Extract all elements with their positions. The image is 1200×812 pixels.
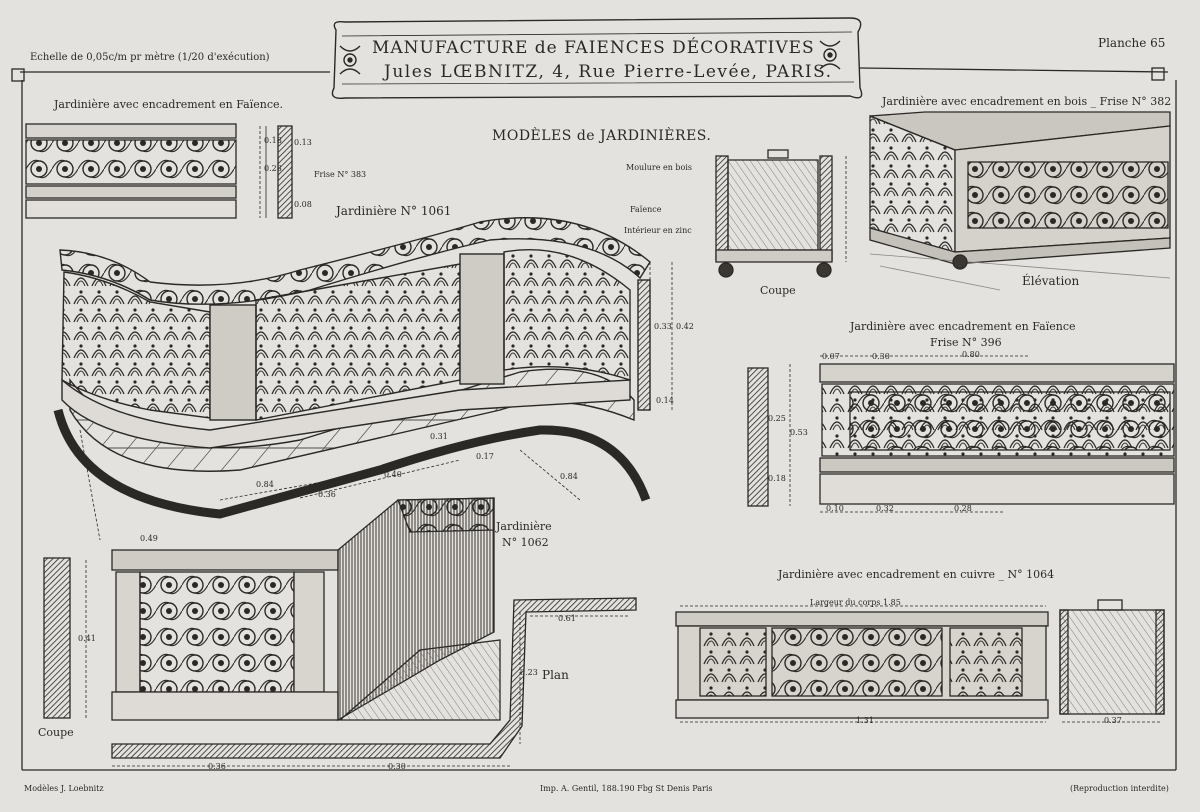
page-subtitle-address: Jules LŒBNITZ, 4, Rue Pierre-Levée, PARI…: [384, 62, 833, 82]
caption-frise-383: Frise N° 383: [314, 170, 367, 179]
dim-label: 0.25: [768, 414, 786, 423]
dim-label: 0.37: [1104, 716, 1122, 725]
caption-interieur: Intérieur en zinc: [624, 226, 692, 235]
dim-label: 0.33: [654, 322, 672, 331]
caption-jardiniere-1062-b: N° 1062: [502, 536, 549, 549]
section-title: MODÈLES de JARDINIÈRES.: [492, 128, 712, 144]
footer-left: Modèles J. Loebnitz: [24, 784, 104, 793]
plate-number: Planche 65: [1098, 36, 1166, 50]
caption-jardiniere-1061: Jardinière N° 1061: [336, 204, 452, 218]
dim-label: 0.84: [560, 472, 578, 481]
caption-cuivre-1064: Jardinière avec encadrement en cuivre _ …: [778, 568, 1055, 581]
dim-label: 0.53: [790, 428, 808, 437]
dim-label: 0.31: [430, 432, 448, 441]
dim-label: 0.17: [476, 452, 494, 461]
dim-label: 0.84: [256, 480, 274, 489]
caption-moulure: Moulure en bois: [626, 163, 693, 172]
dim-label: 0.28: [954, 504, 972, 513]
scale-note: Echelle de 0,05c/m pr mètre (1/20 d'exéc…: [30, 52, 270, 63]
caption-top-right: Jardinière avec encadrement en bois _ Fr…: [882, 95, 1172, 108]
dim-label: 0.18: [264, 136, 282, 145]
dim-label: 0.41: [78, 634, 96, 643]
caption-jardiniere-1062-a: Jardinière: [496, 520, 552, 533]
dim-label: 0.08: [294, 200, 312, 209]
caption-largeur: Largeur du corps 1.85: [810, 598, 901, 607]
dim-label: 0.80: [962, 350, 980, 359]
caption-top-left: Jardinière avec encadrement en Faïence.: [54, 98, 283, 111]
caption-mid-right: Jardinière avec encadrement en Faïence: [850, 320, 1076, 333]
caption-coupe-top: Coupe: [760, 284, 796, 297]
dim-label: 0.49: [140, 534, 158, 543]
dim-label: 0.40: [384, 470, 402, 479]
dim-label: 0.30: [388, 762, 406, 771]
dim-label: 0.32: [876, 504, 894, 513]
caption-elevation: Élévation: [1022, 274, 1080, 288]
caption-faience: Faïence: [630, 205, 662, 214]
dim-label: 0.07: [822, 352, 840, 361]
dim-label: 0.42: [676, 322, 694, 331]
dim-label: 1.31: [856, 716, 874, 725]
dim-label: 0.14: [656, 396, 674, 405]
dim-label: 0.13: [294, 138, 312, 147]
caption-coupe-bottom: Coupe: [38, 726, 74, 739]
dim-label: 0.30: [872, 352, 890, 361]
dim-label: 0.61: [558, 614, 576, 623]
dim-label: 0.36: [318, 490, 336, 499]
dim-label: 0.23: [264, 164, 282, 173]
caption-frise-396: Frise N° 396: [930, 336, 1002, 349]
dim-label: 0.18: [768, 474, 786, 483]
footer-right: (Reproduction interdite): [1070, 784, 1169, 793]
dim-label: 0.23: [520, 668, 538, 677]
dim-label: 0.36: [208, 762, 226, 771]
dim-label: 0.10: [826, 504, 844, 513]
caption-plan: Plan: [542, 668, 569, 682]
footer-printer: Imp. A. Gentil, 188.190 Fbg St Denis Par…: [540, 784, 713, 793]
page-title: MANUFACTURE de FAIENCES DÉCORATIVES: [372, 38, 815, 58]
